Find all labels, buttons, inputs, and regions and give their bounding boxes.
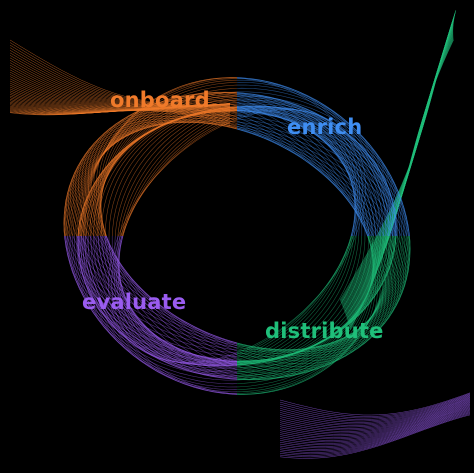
evaluate-wave-tail (279, 392, 471, 459)
ring-quadrant-evaluate (64, 236, 237, 395)
ring-quadrant-onboard (63, 77, 237, 236)
stage-label-enrich: enrich (287, 115, 363, 139)
ring-mesh (63, 77, 411, 395)
ring-quadrant-enrich (237, 77, 410, 236)
ring-quadrant-distribute (237, 236, 411, 395)
stage-label-distribute: distribute (265, 319, 384, 343)
stage-label-onboard: onboard (110, 88, 210, 112)
stage-label-evaluate: evaluate (82, 290, 187, 314)
